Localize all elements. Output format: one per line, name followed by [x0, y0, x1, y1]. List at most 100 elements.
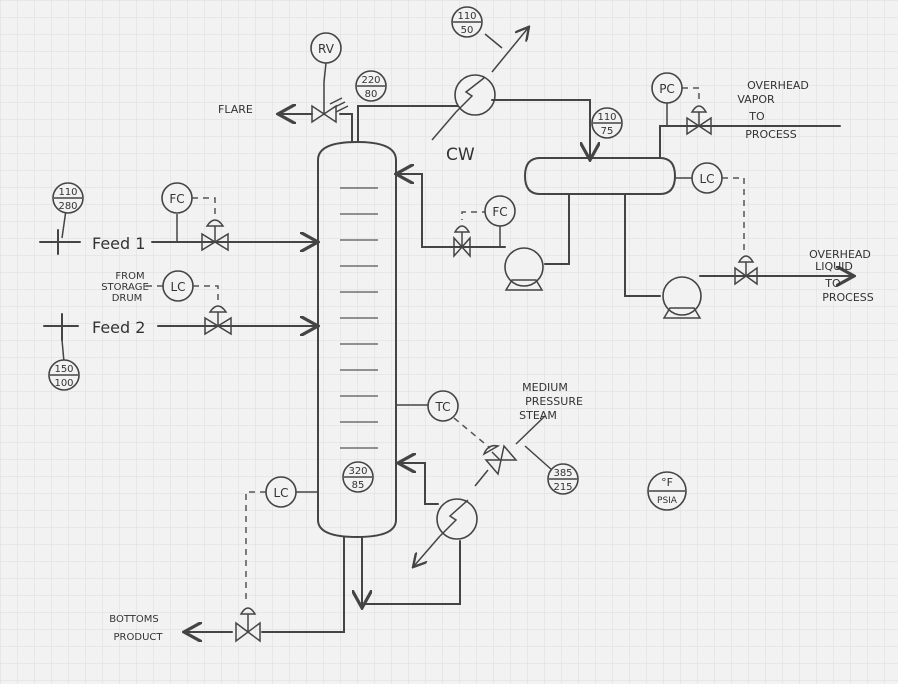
feed2-label: Feed 2 — [92, 318, 145, 337]
bottoms-line2: PRODUCT — [114, 632, 164, 643]
pc-bubble[interactable]: PC — [651, 72, 683, 104]
column-top-pressure: 80 — [365, 89, 378, 100]
fc2-signal — [461, 211, 488, 220]
from-storage-line3: DRUM — [112, 293, 143, 304]
tc-label: TC — [434, 400, 450, 414]
from-storage-line2: STORAGE — [101, 282, 149, 293]
flare-label: FLARE — [218, 103, 253, 116]
cw-temp: 110 — [457, 11, 476, 22]
bottoms-valve[interactable] — [235, 607, 261, 643]
steam-pressure: 215 — [553, 482, 572, 493]
reflux-drum — [523, 157, 677, 195]
steam-line2: PRESSURE — [525, 395, 583, 408]
fc1-signal — [192, 197, 216, 214]
steam-supply-line — [515, 415, 546, 445]
feed1-label: Feed 1 — [92, 234, 145, 253]
drum-to-reflux-pump — [544, 193, 570, 265]
reflux-pump[interactable] — [504, 247, 544, 291]
units-legend: °F PSIA — [647, 471, 687, 511]
overhead-vapor-outlet — [659, 125, 841, 159]
feed2-valve[interactable] — [204, 305, 232, 336]
steam-condition-tag: 385 215 — [547, 463, 579, 495]
overhead-liquid-pump[interactable] — [662, 276, 702, 319]
column-trays — [340, 187, 378, 449]
cw-label: CW — [446, 145, 475, 165]
pc-label: PC — [659, 82, 675, 96]
drum-to-product-pump — [624, 193, 661, 297]
steam-line3: STEAM — [519, 409, 557, 422]
steam-tag-leader — [524, 445, 553, 471]
column-bottom-condition-tag: 320 85 — [342, 461, 374, 493]
overhead-liquid-line1: OVERHEAD — [809, 248, 871, 261]
lc-feed2-label: LC — [170, 280, 185, 294]
lc-drum-signal — [722, 177, 745, 250]
lc-drum-label: LC — [699, 172, 714, 186]
rv-stem — [323, 62, 327, 83]
reboiler — [414, 498, 478, 566]
steam-line1: MEDIUM — [522, 381, 568, 394]
overhead-liquid-line2: LIQUID — [815, 260, 853, 273]
feed2-pressure: 100 — [54, 378, 73, 389]
column-bottom-pressure: 85 — [352, 480, 365, 491]
steam-to-reboiler — [474, 469, 489, 487]
overhead-vapor-line1: OVERHEAD — [747, 79, 809, 92]
condenser — [431, 28, 528, 141]
lc-bottom-signal — [245, 491, 266, 602]
lc-feed2-bubble[interactable]: LC — [162, 270, 194, 302]
overhead-vapor-line4: PROCESS — [745, 128, 797, 141]
reflux-return-line — [398, 174, 506, 248]
distillation-column — [317, 140, 397, 539]
tc-signal — [453, 417, 491, 449]
feed1-temp: 110 — [58, 187, 77, 198]
steam-valve[interactable] — [482, 444, 518, 476]
cw-pressure: 50 — [461, 25, 474, 36]
fc1-bubble[interactable]: FC — [161, 182, 193, 214]
condenser-cw-condition-tag: 110 50 — [451, 6, 483, 38]
relief-line — [339, 113, 353, 143]
overhead-vapor-line — [357, 105, 461, 143]
drum-inlet-condition-tag: 110 75 — [591, 107, 623, 139]
overhead-liquid-line4: PROCESS — [822, 291, 874, 304]
overhead-vapor-line3: TO — [748, 110, 765, 123]
reflux-valve[interactable] — [453, 225, 471, 258]
condensate-line — [491, 99, 590, 158]
overhead-vapor-valve[interactable] — [686, 105, 712, 136]
fc1-label: FC — [169, 192, 184, 206]
fc2-bubble[interactable]: FC — [484, 195, 516, 227]
from-storage-line1: FROM — [115, 271, 144, 282]
lc-bottom-bubble[interactable]: LC — [265, 476, 297, 508]
lc-drum-bubble[interactable]: LC — [691, 162, 723, 194]
feed1-line — [39, 209, 316, 255]
legend-temp-unit: °F — [661, 476, 673, 489]
column-top-condition-tag: 220 80 — [355, 70, 387, 102]
feed1-condition-tag: 110 280 — [52, 182, 84, 214]
rv-label: RV — [318, 42, 335, 56]
tc-bubble[interactable]: TC — [427, 390, 459, 422]
bottoms-line1: BOTTOMS — [109, 614, 158, 625]
reboiler-feed-line — [361, 536, 461, 605]
legend-pressure-unit: PSIA — [657, 496, 678, 506]
bottoms-line — [261, 536, 345, 633]
drum-inlet-pressure: 75 — [601, 126, 614, 137]
column-top-temp: 220 — [361, 75, 380, 86]
overhead-vapor-line2: VAPOR — [737, 93, 775, 106]
steam-temp: 385 — [553, 468, 572, 479]
overhead-liquid-valve[interactable] — [734, 255, 758, 286]
lc-bottom-label: LC — [273, 486, 288, 500]
relief-valve[interactable] — [311, 82, 349, 124]
rv-bubble[interactable]: RV — [310, 32, 342, 64]
feed2-line — [43, 313, 316, 363]
feed1-pressure: 280 — [58, 201, 77, 212]
pc-signal — [682, 87, 700, 100]
feed2-temp: 150 — [54, 364, 73, 375]
fc2-label: FC — [492, 205, 507, 219]
lc-feed2-signal — [193, 285, 219, 300]
drum-inlet-temp: 110 — [597, 112, 616, 123]
feed2-condition-tag: 150 100 — [48, 359, 80, 391]
column-bottom-temp: 320 — [348, 466, 367, 477]
overhead-liquid-line3: TO — [824, 277, 841, 290]
feed1-valve[interactable] — [201, 219, 229, 252]
